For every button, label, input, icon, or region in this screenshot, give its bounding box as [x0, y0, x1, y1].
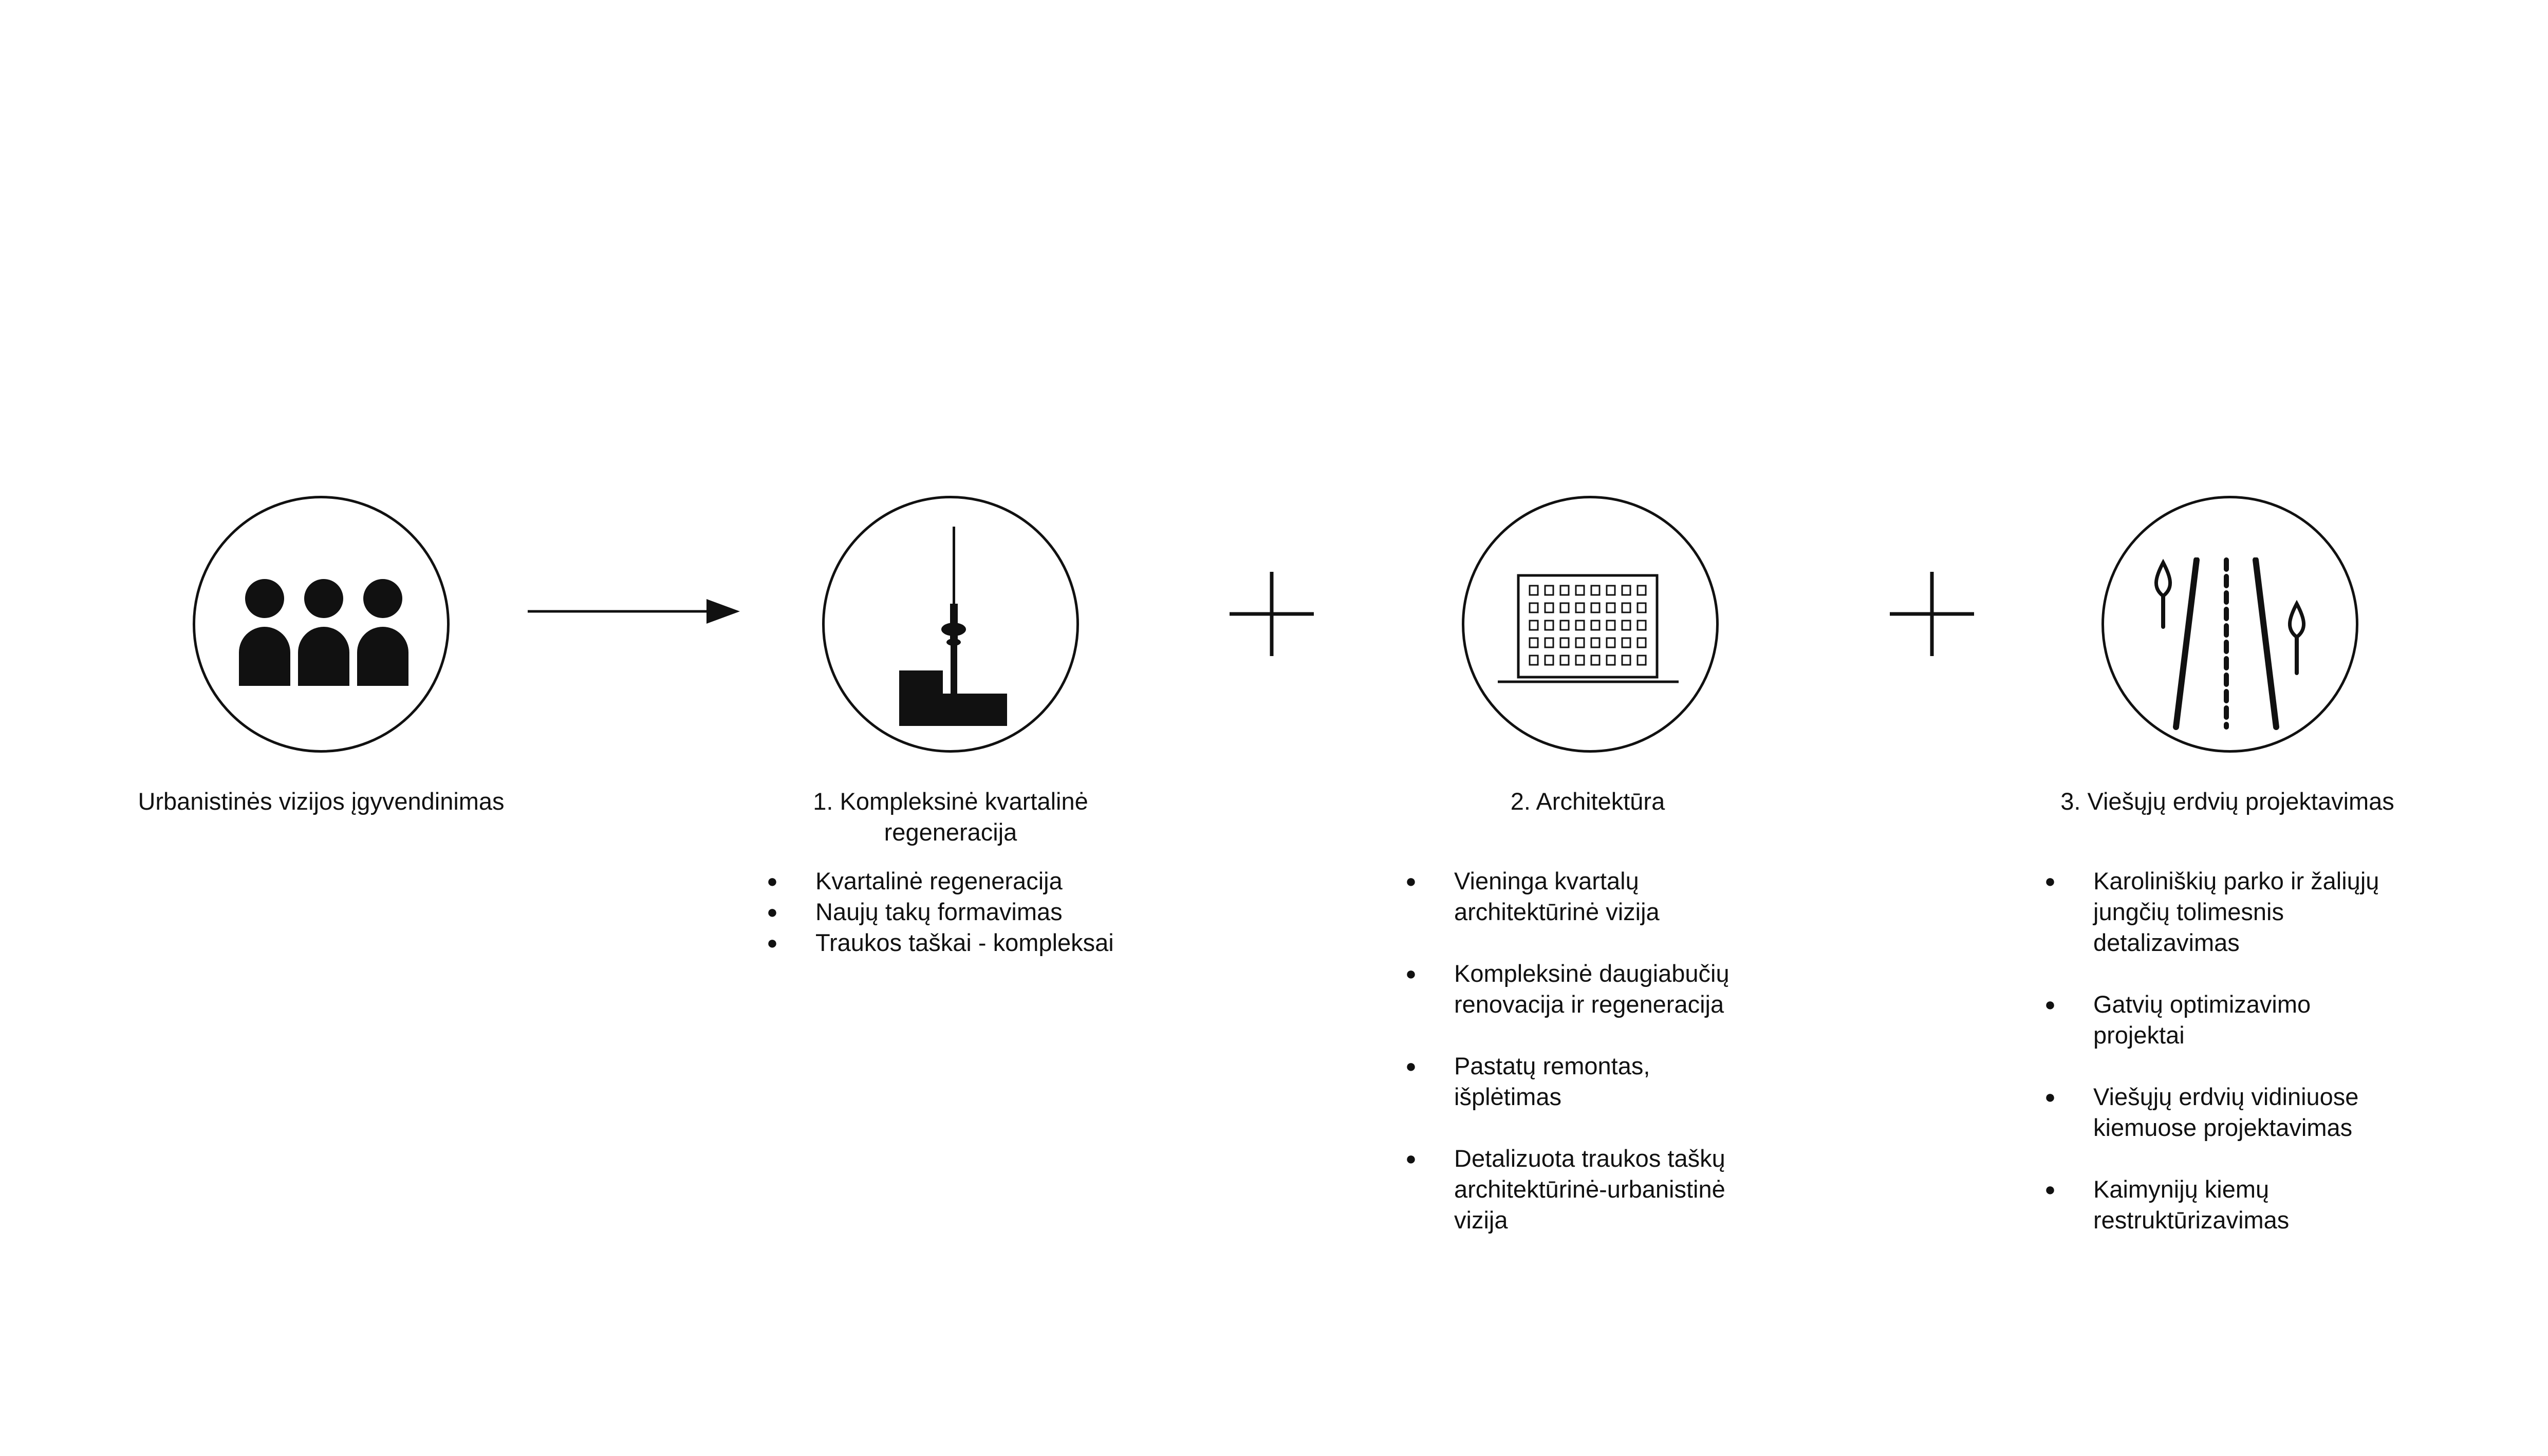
window-icon	[1621, 637, 1631, 648]
list-item: ●Naujų takų formavimas	[762, 897, 1114, 927]
stage-1-label: 1. Kompleksinė kvartalinė regeneracija	[813, 788, 1088, 846]
bullet-icon: ●	[2044, 870, 2056, 891]
circle-stage-0	[193, 496, 450, 753]
window-icon	[1606, 655, 1616, 666]
list-item: ●Gatvių optimizavimo projektai	[2040, 989, 2379, 1051]
window-icon	[1575, 655, 1585, 666]
window-icon	[1559, 620, 1570, 631]
bullet-icon: ●	[767, 932, 778, 953]
circle-stage-2	[1462, 496, 1719, 753]
window-icon	[1575, 637, 1585, 648]
window-icon	[1590, 602, 1601, 613]
bullet-icon: ●	[2044, 994, 2056, 1015]
bullet-icon: ●	[767, 870, 778, 891]
window-icon	[1606, 602, 1616, 613]
apartment-building-icon	[1498, 574, 1679, 683]
list-item: ●Traukos taškai - kompleksai	[762, 927, 1114, 958]
bullet-icon: ●	[1405, 870, 1417, 891]
window-icon	[1590, 620, 1601, 631]
window-icon	[1544, 620, 1554, 631]
list-item: ●Karoliniškių parko ir žaliųjų jungčių t…	[2040, 866, 2379, 958]
circle-stage-1	[822, 496, 1079, 753]
plus-icon	[1230, 572, 1314, 656]
window-icon	[1544, 602, 1554, 613]
window-icon	[1575, 620, 1585, 631]
window-icon	[1529, 620, 1539, 631]
plus-icon	[1890, 572, 1974, 656]
stage-2-list: ●Vieninga kvartalų architektūrinė vizija…	[1401, 835, 1729, 1266]
window-icon	[1559, 585, 1570, 596]
window-icon	[1575, 602, 1585, 613]
window-icon	[1590, 637, 1601, 648]
list-item: ●Kompleksinė daugiabučių renovacija ir r…	[1401, 958, 1729, 1020]
window-icon	[1636, 620, 1647, 631]
window-icon	[1529, 655, 1539, 666]
window-icon	[1529, 602, 1539, 613]
stage-1-list: ●Kvartalinė regeneracija ●Naujų takų for…	[762, 866, 1114, 958]
window-icon	[1529, 637, 1539, 648]
window-icon	[1590, 655, 1601, 666]
window-icon	[1621, 585, 1631, 596]
window-icon	[1621, 602, 1631, 613]
window-icon	[1621, 620, 1631, 631]
window-icon	[1575, 585, 1585, 596]
stage-3-label: 3. Viešųjų erdvių projektavimas	[2060, 788, 2394, 815]
window-icon	[1636, 585, 1647, 596]
bullet-icon: ●	[2044, 1179, 2056, 1200]
tv-tower-icon	[899, 527, 1007, 726]
window-icon	[1559, 655, 1570, 666]
list-item: ●Pastatų remontas, išplėtimas	[1401, 1051, 1729, 1112]
list-item: ●Vieninga kvartalų architektūrinė vizija	[1401, 866, 1729, 927]
window-icon	[1544, 655, 1554, 666]
stage-2-label: 2. Architektūra	[1510, 788, 1665, 815]
window-icon	[1544, 637, 1554, 648]
window-icon	[1636, 637, 1647, 648]
stage-0-label: Urbanistinės vizijos įgyvendinimas	[138, 788, 505, 815]
window-icon	[1621, 655, 1631, 666]
window-icon	[1590, 585, 1601, 596]
arrow-right-icon	[528, 599, 740, 624]
bullet-icon: ●	[767, 901, 778, 922]
window-icon	[1529, 585, 1539, 596]
list-item: ●Viešųjų erdvių vidiniuose kiemuose proj…	[2040, 1081, 2379, 1143]
window-icon	[1606, 620, 1616, 631]
list-item: ●Kvartalinė regeneracija	[762, 866, 1114, 897]
window-icon	[1636, 655, 1647, 666]
bullet-icon: ●	[1405, 1148, 1417, 1169]
street-trees-icon	[2154, 557, 2305, 730]
window-icon	[1544, 585, 1554, 596]
window-icon	[1636, 602, 1647, 613]
window-icon	[1606, 585, 1616, 596]
window-icon	[1559, 602, 1570, 613]
stage-3-list: ●Karoliniškių parko ir žaliųjų jungčių t…	[2040, 835, 2379, 1266]
list-item: ●Detalizuota traukos taškų architektūrin…	[1401, 1143, 1729, 1236]
bullet-icon: ●	[1405, 963, 1417, 984]
bullet-icon: ●	[1405, 1055, 1417, 1076]
list-item: ●Kaimynijų kiemų restruktūrizavimas	[2040, 1174, 2379, 1236]
circle-stage-3	[2101, 496, 2358, 753]
bullet-icon: ●	[2044, 1086, 2056, 1107]
window-icon	[1606, 637, 1616, 648]
people-group-icon	[239, 579, 408, 686]
window-icon	[1559, 637, 1570, 648]
